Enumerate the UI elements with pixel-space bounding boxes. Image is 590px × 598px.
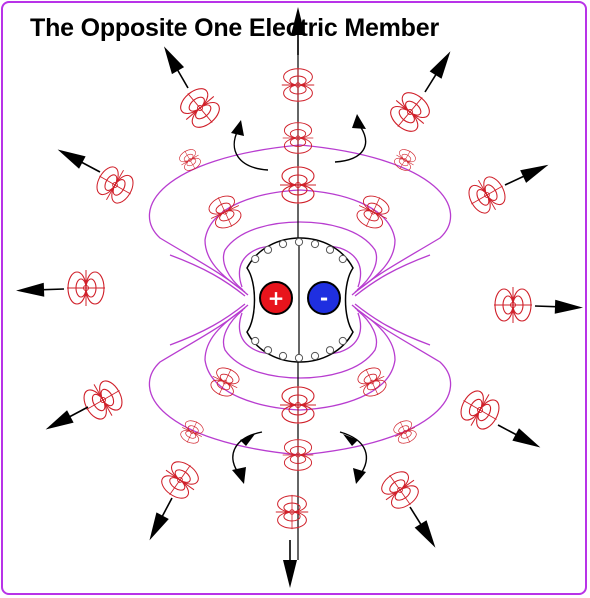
- field-line-side-right-lower: [355, 304, 430, 345]
- field-rosette: [280, 386, 316, 424]
- bead: [295, 238, 302, 245]
- field-rosette: [174, 82, 226, 134]
- bead: [264, 246, 271, 253]
- field-rosette: [177, 417, 206, 447]
- field-rosette: [391, 146, 419, 174]
- outward-arrow: [419, 48, 456, 96]
- curved-arrow-head: [240, 434, 255, 446]
- field-line-side-left-lower: [170, 304, 245, 345]
- dipole-core: + -: [247, 238, 353, 362]
- outward-arrow: [16, 282, 64, 298]
- bead: [295, 354, 302, 361]
- bead: [326, 246, 333, 253]
- bead: [252, 337, 259, 344]
- field-rosette: [463, 171, 511, 219]
- field-rosette: [207, 363, 244, 400]
- negative-charge-label: -: [320, 286, 328, 310]
- outward-arrow: [404, 503, 441, 551]
- bead: [311, 352, 318, 359]
- curved-arrow: [231, 120, 268, 170]
- field-rosette: [276, 495, 308, 529]
- field-rosette: [376, 465, 425, 514]
- outward-arrow: [495, 419, 544, 454]
- field-line-side-right-upper: [355, 255, 430, 296]
- field-line-side-left-upper: [170, 255, 245, 296]
- field-rosette: [176, 146, 204, 174]
- field-rosette: [91, 161, 139, 209]
- bead: [279, 240, 286, 247]
- negative-charge: -: [308, 282, 340, 314]
- field-rosette: [280, 166, 316, 204]
- page-title: The Opposite One Electric Member: [30, 14, 439, 43]
- field-rosette: [283, 122, 314, 154]
- outward-arrow: [143, 495, 178, 544]
- bead: [339, 255, 346, 262]
- positive-charge-label: +: [268, 286, 285, 310]
- field-rosette: [282, 68, 314, 102]
- outward-arrow: [42, 401, 91, 436]
- bead: [252, 255, 259, 262]
- field-rosette: [67, 270, 105, 306]
- field-rosette: [390, 417, 419, 447]
- field-rosette: [494, 287, 532, 323]
- outward-arrow: [535, 299, 583, 315]
- field-rosette: [78, 375, 129, 425]
- outward-arrow: [283, 540, 297, 588]
- field-rosette: [352, 191, 393, 233]
- bead: [264, 347, 271, 354]
- outward-arrow: [158, 43, 194, 92]
- field-rosette: [384, 86, 436, 138]
- field-rosette: [156, 455, 205, 504]
- outward-arrow: [54, 143, 103, 178]
- field-rosette: [283, 439, 314, 471]
- bead: [311, 240, 318, 247]
- bead: [339, 337, 346, 344]
- field-rosette: [204, 191, 245, 233]
- bead: [279, 352, 286, 359]
- outward-arrow: [502, 158, 551, 191]
- field-rosette: [354, 363, 391, 400]
- positive-charge: +: [260, 282, 292, 314]
- field-rosette: [455, 385, 506, 435]
- bead: [326, 347, 333, 354]
